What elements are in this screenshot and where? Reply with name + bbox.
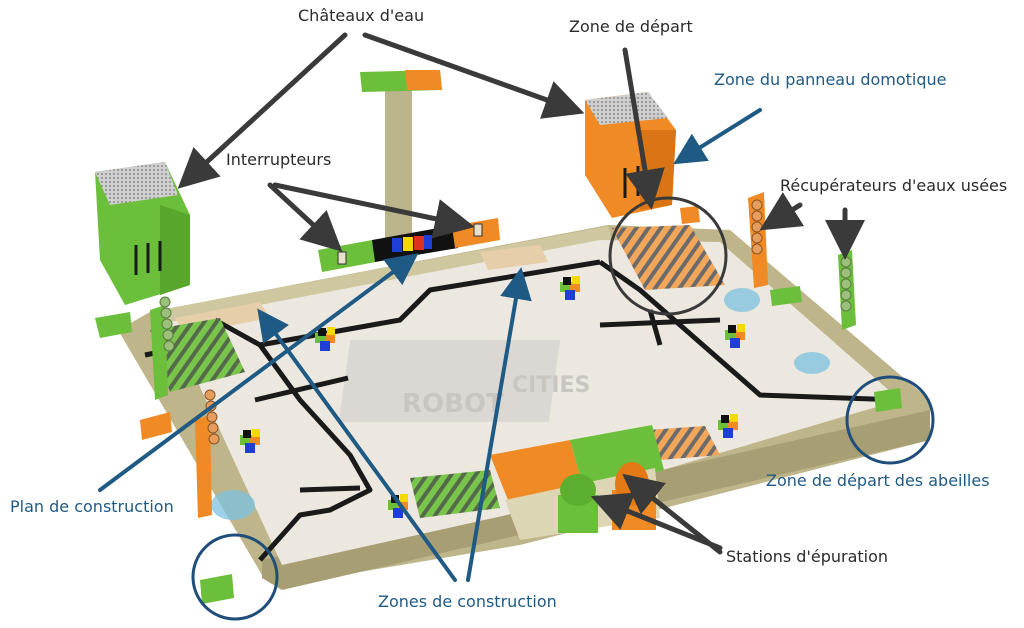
water-puddles <box>211 288 830 520</box>
arrow-station-2 <box>622 473 723 555</box>
logo-word-cities: CITIES <box>512 373 590 398</box>
arrow-interrupteur-left <box>267 182 343 252</box>
corner-clips <box>200 388 902 604</box>
start-zone-floor-right <box>648 426 720 460</box>
start-zone-floor-bottom <box>410 470 500 518</box>
waste-collector-left <box>150 296 175 400</box>
arrow-zone-panneau <box>673 108 762 165</box>
arrow-station-1 <box>590 492 723 551</box>
label-plan-construction: Plan de construction <box>10 497 174 516</box>
dark-arrows <box>177 32 865 555</box>
label-interrupteurs: Interrupteurs <box>226 150 332 169</box>
arrow-interrupteur-right <box>272 182 475 239</box>
build-zone-right <box>480 245 548 270</box>
building-blocks <box>240 276 745 518</box>
arrow-zone-depart <box>622 47 665 210</box>
waste-collector-orange <box>140 389 220 518</box>
arrow-chateaux-left <box>177 32 348 189</box>
arrow-zone-construction-1 <box>257 308 457 582</box>
highlight-bottom-left-corner <box>191 533 279 621</box>
home-panel-zone-floor <box>612 225 725 290</box>
highlight-home-panel-zone <box>608 196 728 316</box>
arrow-plan-construction <box>98 253 419 492</box>
blue-arrows <box>98 108 762 582</box>
label-chateaux-eau: Châteaux d'eau <box>298 6 425 25</box>
label-zones-construction: Zones de construction <box>378 592 557 611</box>
label-recuperateurs: Récupérateurs d'eaux usées <box>780 176 1008 195</box>
label-zone-depart-abeilles: Zone de départ des abeilles <box>766 471 990 490</box>
start-zone-floor-left <box>150 318 245 392</box>
waste-collector-right-2 <box>838 250 856 330</box>
highlight-bee-start-zone <box>845 375 935 465</box>
arrow-zone-construction-2 <box>466 267 532 582</box>
arrow-recuperateur-1 <box>759 192 805 231</box>
label-zone-depart: Zone de départ <box>569 17 693 36</box>
water-tower-left <box>95 162 190 338</box>
water-tower-pole <box>360 70 442 245</box>
label-stations-epuration: Stations d'épuration <box>726 547 889 566</box>
label-zone-panneau-domotique: Zone du panneau domotique <box>714 70 947 89</box>
arrow-chateaux-right <box>362 32 585 119</box>
logo-word-robot: ROBOT <box>402 389 504 419</box>
